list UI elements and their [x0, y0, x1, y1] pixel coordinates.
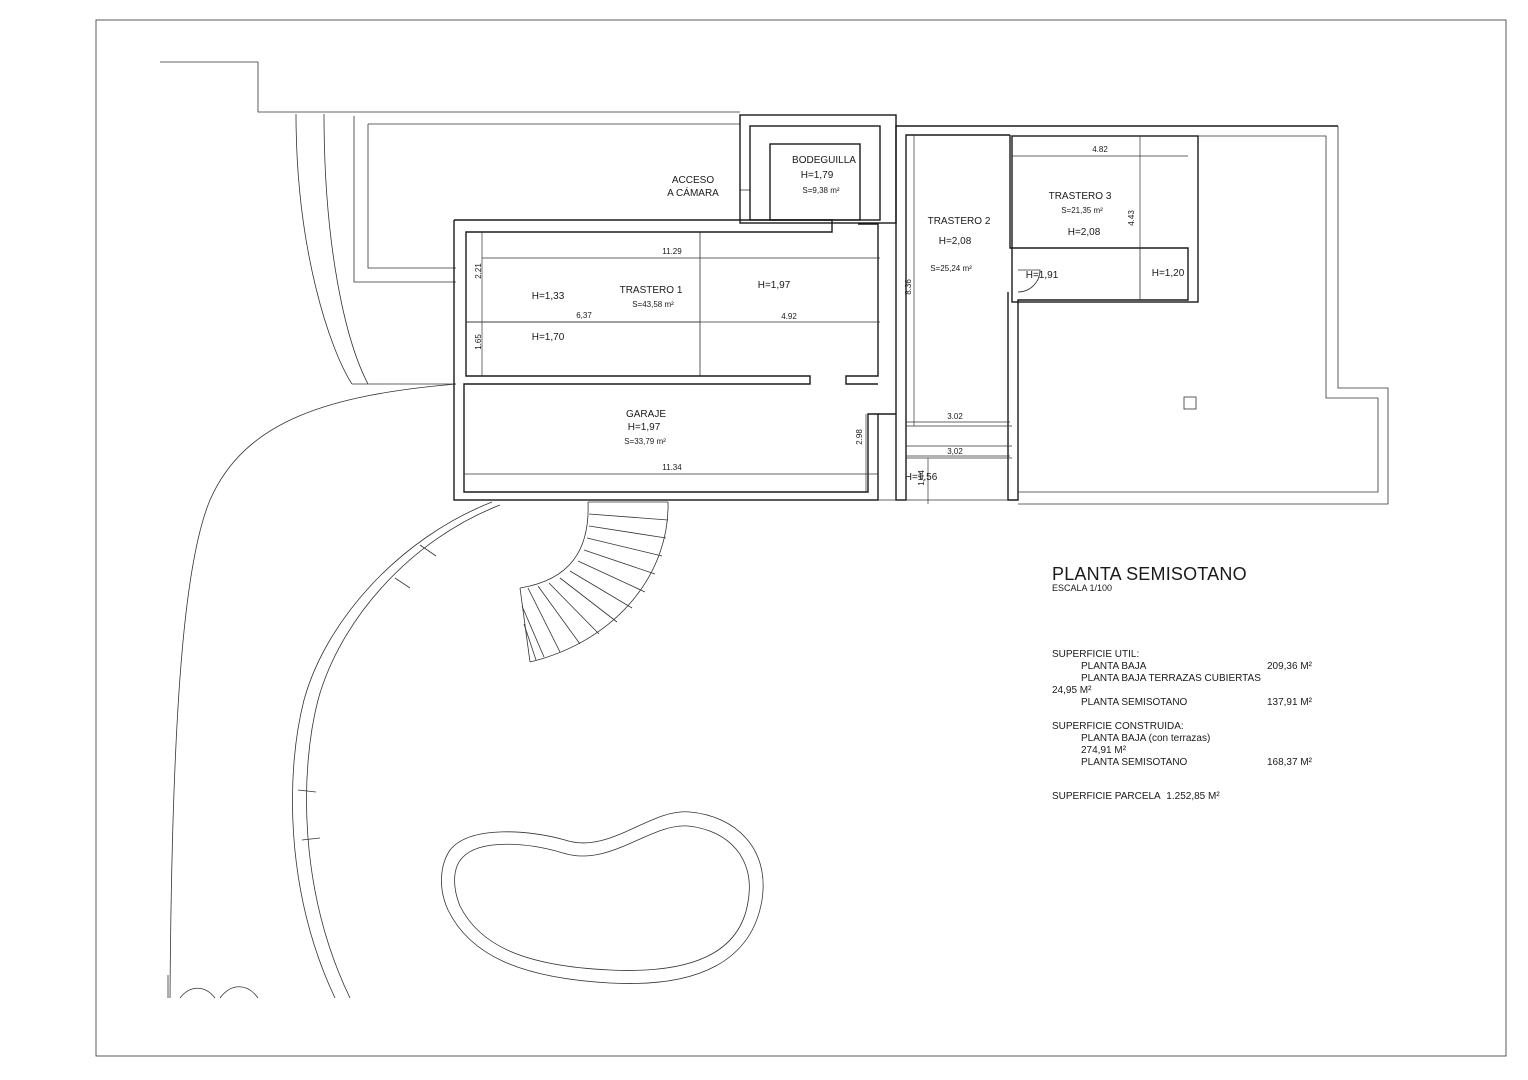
const-semi-row: PLANTA SEMISOTANO 168,37 M²: [1052, 757, 1312, 769]
dim-1-65: 1.65: [474, 334, 483, 350]
trastero2-height: H=2,08: [939, 236, 972, 247]
trastero3-height-b: H=1,20: [1152, 268, 1185, 279]
util-semi-row: PLANTA SEMISOTANO 137,91 M²: [1052, 697, 1312, 709]
util-surface-heading: SUPERFICIE UTIL:: [1052, 649, 1140, 660]
dim-4-82: 4.82: [1092, 145, 1108, 154]
dim-11-34: 11.34: [662, 463, 682, 472]
util-baja-label: PLANTA BAJA: [1081, 661, 1147, 672]
bodeguilla-name: BODEGUILLA: [792, 155, 856, 166]
trastero3-height-a: H=1,91: [1026, 270, 1059, 281]
const-surface-heading: SUPERFICIE CONSTRUIDA:: [1052, 721, 1184, 732]
util-baja-value: 209,36 M²: [1266, 661, 1312, 672]
acceso-label: ACCESO: [672, 175, 714, 186]
dim-4-92: 4.92: [781, 312, 797, 321]
trastero2-name: TRASTERO 2: [928, 216, 991, 227]
util-baja-row: PLANTA BAJA 209,36 M²: [1052, 661, 1312, 673]
garaje-name: GARAJE: [626, 409, 666, 420]
garaje-height: H=1,97: [628, 422, 661, 433]
parcela-row: SUPERFICIE PARCELA 1.252,85 M²: [1052, 791, 1312, 803]
plan-title: PLANTA SEMISOTANO: [1052, 564, 1247, 584]
dim-6-37: 6,37: [576, 311, 592, 320]
acceso-camara-label: A CÁMARA: [667, 186, 719, 199]
trastero2-area: S=25,24 m²: [930, 264, 972, 273]
room-labels: BODEGUILLA H=1,79 S=9,38 m² ACCESO A CÁM…: [532, 155, 1185, 483]
garden-path: [167, 383, 501, 999]
const-baja-value: 274,91 M²: [1081, 745, 1127, 756]
trastero3-name: TRASTERO 3: [1049, 191, 1112, 202]
util-terrazas-label: PLANTA BAJA TERRAZAS CUBIERTAS: [1081, 673, 1261, 684]
dimension-labels: 11.29 2.21 6,37 4.92 1.65 8.36 4.82 4.43…: [474, 145, 1136, 486]
plan-scale: ESCALA 1/100: [1052, 583, 1113, 593]
util-semi-label: PLANTA SEMISOTANO: [1081, 697, 1188, 708]
dim-4-43: 4.43: [1127, 210, 1136, 226]
bodeguilla-area: S=9,38 m²: [802, 186, 839, 195]
util-semi-value: 137,91 M²: [1266, 697, 1312, 708]
dim-2-21: 2.21: [474, 263, 483, 279]
small-room-height: H=1,56: [905, 472, 938, 483]
swimming-pool: [441, 811, 764, 984]
trastero1-height-a: H=1,33: [532, 291, 565, 302]
trastero3-area: S=21,35 m²: [1061, 206, 1103, 215]
garaje-area: S=33,79 m²: [624, 437, 666, 446]
spiral-staircase: [519, 501, 669, 663]
dim-3-02a: 3.02: [947, 412, 963, 421]
const-baja-label: PLANTA BAJA (con terrazas): [1081, 733, 1211, 744]
trastero3-height: H=2,08: [1068, 227, 1101, 238]
building-walls: [453, 114, 1389, 505]
const-semi-value: 168,37 M²: [1266, 757, 1312, 768]
trastero1-area: S=43,58 m²: [632, 300, 674, 309]
surface-summary: SUPERFICIE UTIL: PLANTA BAJA 209,36 M² P…: [1052, 649, 1312, 803]
dimension-lines: [464, 135, 1188, 504]
sheet-frame: [95, 19, 1507, 1057]
site-boundary: [160, 61, 750, 385]
parcela-label: SUPERFICIE PARCELA: [1052, 791, 1161, 802]
const-semi-label: PLANTA SEMISOTANO: [1081, 757, 1188, 768]
parcela-value: 1.252,85 M²: [1166, 791, 1220, 802]
util-terrazas-value: 24,95 M²: [1052, 685, 1092, 696]
dim-3-02b: 3,02: [947, 447, 963, 456]
dim-11-29: 11.29: [662, 247, 682, 256]
dim-8-36: 8.36: [904, 279, 913, 295]
plan-legend: PLANTA SEMISOTANO ESCALA 1/100 SUPERFICI…: [1052, 565, 1312, 803]
bodeguilla-height: H=1,79: [801, 170, 834, 181]
trastero1-height-b: H=1,97: [758, 280, 791, 291]
dim-2-98: 2.98: [855, 429, 864, 445]
trastero1-height-c: H=1,70: [532, 332, 565, 343]
dim-1-44: 1.44: [917, 470, 926, 486]
trastero1-name: TRASTERO 1: [620, 285, 683, 296]
